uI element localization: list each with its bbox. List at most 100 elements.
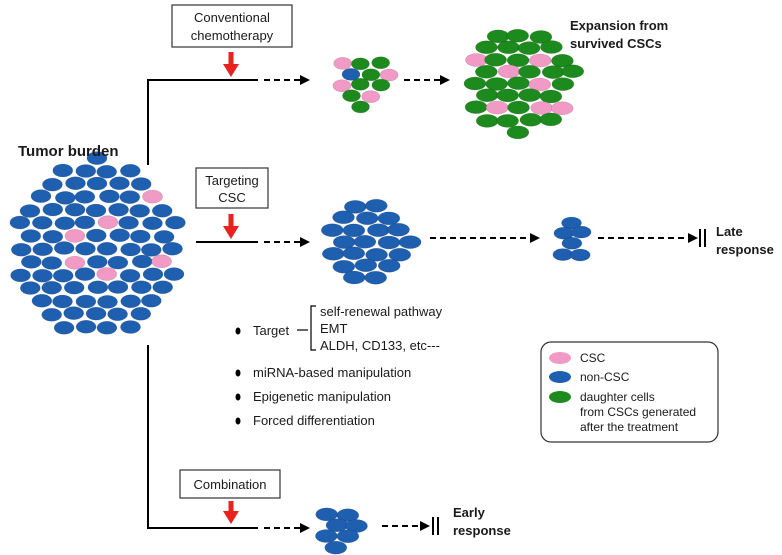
- non-csc-cell: [342, 270, 366, 285]
- daughter-cell: [463, 76, 487, 91]
- daughter-cell: [342, 89, 361, 103]
- non-csc-cell: [570, 225, 592, 239]
- early-response-line2: response: [453, 523, 511, 538]
- non-csc-cell: [74, 215, 96, 230]
- non-csc-cell: [41, 307, 63, 322]
- daughter-cell: [517, 41, 541, 55]
- conventional-label-line1: Conventional: [194, 10, 270, 25]
- non-csc-cell: [120, 320, 141, 334]
- non-csc-cell: [387, 222, 410, 237]
- non-csc-cell: [377, 235, 401, 250]
- conventional-label-line2: chemotherapy: [191, 28, 274, 43]
- non-csc-cell: [336, 508, 360, 523]
- legend: CSC non-CSC daughter cells from CSCs gen…: [540, 341, 719, 443]
- non-csc-cell: [131, 254, 153, 269]
- legend-daughter-line1: daughter cells: [580, 390, 655, 404]
- daughter-cell: [541, 65, 565, 79]
- daughter-cell: [475, 88, 499, 102]
- strategy-item-1: miRNA-based manipulation: [253, 365, 411, 380]
- non-csc-cell: [53, 320, 75, 335]
- non-csc-cell: [52, 268, 74, 283]
- non-csc-cell: [336, 529, 360, 544]
- tumor-burden-cluster: [9, 151, 186, 335]
- csc-cell: [528, 77, 552, 92]
- target-item-2: EMT: [320, 321, 348, 336]
- non-csc-cell: [75, 294, 97, 309]
- csc-cell: [97, 215, 119, 229]
- non-csc-cell: [118, 216, 139, 230]
- non-csc-cell: [142, 267, 164, 282]
- non-csc-cell: [342, 223, 366, 238]
- non-csc-cell: [87, 280, 109, 295]
- non-csc-cell: [85, 306, 107, 321]
- non-csc-cell: [342, 246, 366, 261]
- daughter-cell: [475, 40, 498, 55]
- daughter-cell: [464, 100, 488, 114]
- non-csc-cell: [552, 248, 574, 261]
- non-csc-cell: [120, 294, 141, 309]
- non-csc-cell: [354, 258, 378, 273]
- daughter-cell: [475, 114, 499, 128]
- non-csc-cell: [96, 165, 117, 179]
- non-csc-cell: [561, 237, 583, 250]
- residual-cluster: [552, 216, 592, 262]
- non-csc-cell: [353, 235, 377, 249]
- daughter-cell: [371, 56, 391, 70]
- targeting-box: [195, 167, 269, 209]
- targeting-label-line1: Targeting: [205, 173, 258, 188]
- daughter-cell: [506, 53, 530, 68]
- non-csc-cell: [152, 280, 173, 295]
- combination-label: Combination: [194, 477, 267, 492]
- non-csc-cell: [52, 163, 74, 178]
- strategy-list: Target self-renewal pathway EMT ALDH, CD…: [235, 304, 443, 428]
- csc-cell: [497, 64, 521, 79]
- csc-cell: [333, 57, 353, 70]
- daughter-cell: [519, 113, 543, 127]
- daughter-cell: [507, 100, 530, 115]
- csc-cell: [96, 267, 117, 281]
- target-item-3: ALDH, CD133, etc---: [320, 338, 440, 353]
- csc-cell: [64, 255, 86, 270]
- non-csc-cell: [75, 241, 96, 256]
- non-csc-cell: [53, 241, 75, 255]
- daughter-cell: [507, 76, 530, 90]
- non-csc-cell: [86, 228, 107, 243]
- conventional-box: [171, 4, 293, 48]
- daughter-cell: [561, 64, 585, 79]
- expansion-cluster: [463, 28, 585, 140]
- non-csc-cell: [86, 151, 108, 165]
- non-csc-cell: [364, 198, 388, 213]
- non-csc-cell: [355, 211, 379, 225]
- early-cluster: [315, 507, 368, 555]
- daughter-cell: [351, 100, 370, 114]
- non-csc-cell: [109, 176, 130, 191]
- red-arrow-targeting: [223, 214, 239, 239]
- branch-conventional: [147, 79, 258, 165]
- csc-cell: [64, 229, 86, 243]
- non-csc-cell: [31, 293, 53, 308]
- csc-cell: [332, 79, 352, 92]
- csc-cell: [530, 101, 554, 115]
- non-csc-cell: [54, 216, 76, 231]
- daughter-cell: [518, 65, 541, 79]
- non-csc-cell: [120, 164, 141, 178]
- non-csc-cell: [163, 267, 185, 281]
- non-csc-cell: [130, 177, 152, 191]
- non-csc-cell: [569, 248, 591, 262]
- non-csc-cell: [561, 216, 582, 230]
- non-csc-cell: [63, 280, 85, 295]
- strategy-item-2: Epigenetic manipulation: [253, 389, 391, 404]
- legend-daughter-swatch: [549, 391, 571, 403]
- non-csc-cell: [19, 281, 41, 295]
- daughter-cell: [540, 40, 563, 54]
- non-csc-cell: [96, 242, 118, 256]
- daughter-cell: [497, 40, 520, 55]
- non-csc-cell: [64, 202, 86, 217]
- non-csc-cell: [130, 229, 151, 244]
- non-csc-cell: [107, 255, 129, 270]
- daughter-cell: [484, 52, 507, 67]
- legend-non-csc-swatch: [549, 371, 571, 383]
- non-csc-cell: [41, 280, 63, 295]
- non-csc-cell: [321, 247, 345, 261]
